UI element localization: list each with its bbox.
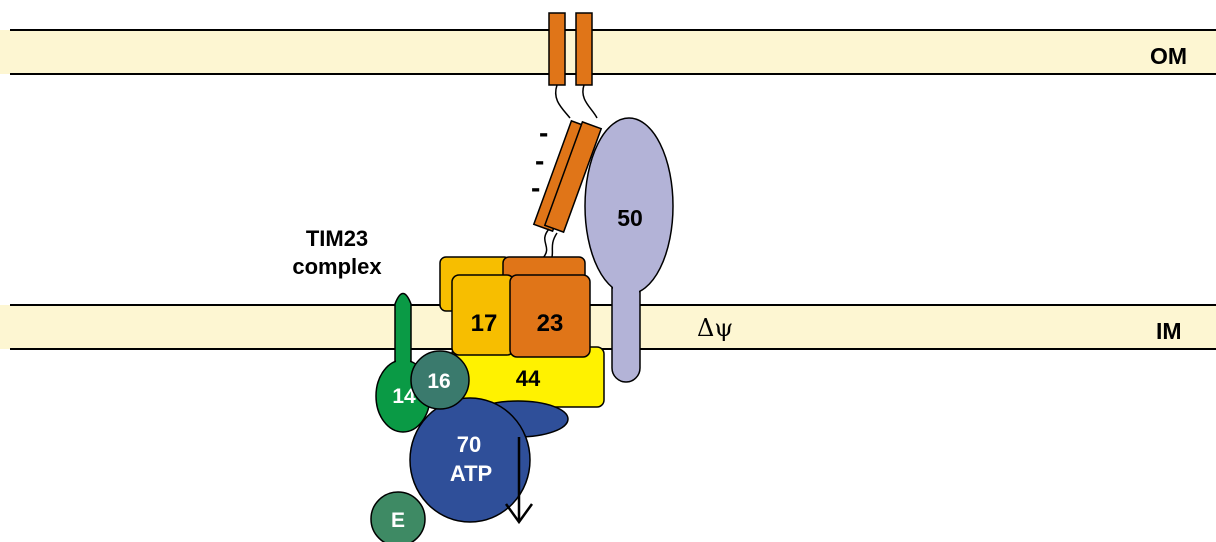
hsp70 bbox=[410, 398, 568, 522]
im-label: IM bbox=[1156, 318, 1182, 344]
tim50-label: 50 bbox=[617, 205, 643, 231]
hsp70-label-line1: 70 bbox=[457, 432, 481, 457]
tim44-label: 44 bbox=[516, 366, 541, 391]
hsp70-label-line2: ATP bbox=[450, 461, 492, 486]
tim16-label: 16 bbox=[427, 370, 450, 393]
charge-3: - bbox=[531, 172, 540, 203]
complex-label-line2: complex bbox=[292, 254, 382, 279]
om-label: OM bbox=[1150, 43, 1187, 69]
complex-label-line1: TIM23 bbox=[306, 226, 368, 251]
inner-membrane bbox=[0, 305, 1216, 349]
outer-membrane bbox=[0, 30, 1216, 74]
charge-1: - bbox=[539, 117, 548, 148]
tim23-label: 23 bbox=[537, 310, 564, 337]
membrane-potential-label: Δψ bbox=[697, 314, 733, 342]
mge1-label: E bbox=[391, 509, 405, 532]
tim17-label: 17 bbox=[471, 310, 498, 337]
